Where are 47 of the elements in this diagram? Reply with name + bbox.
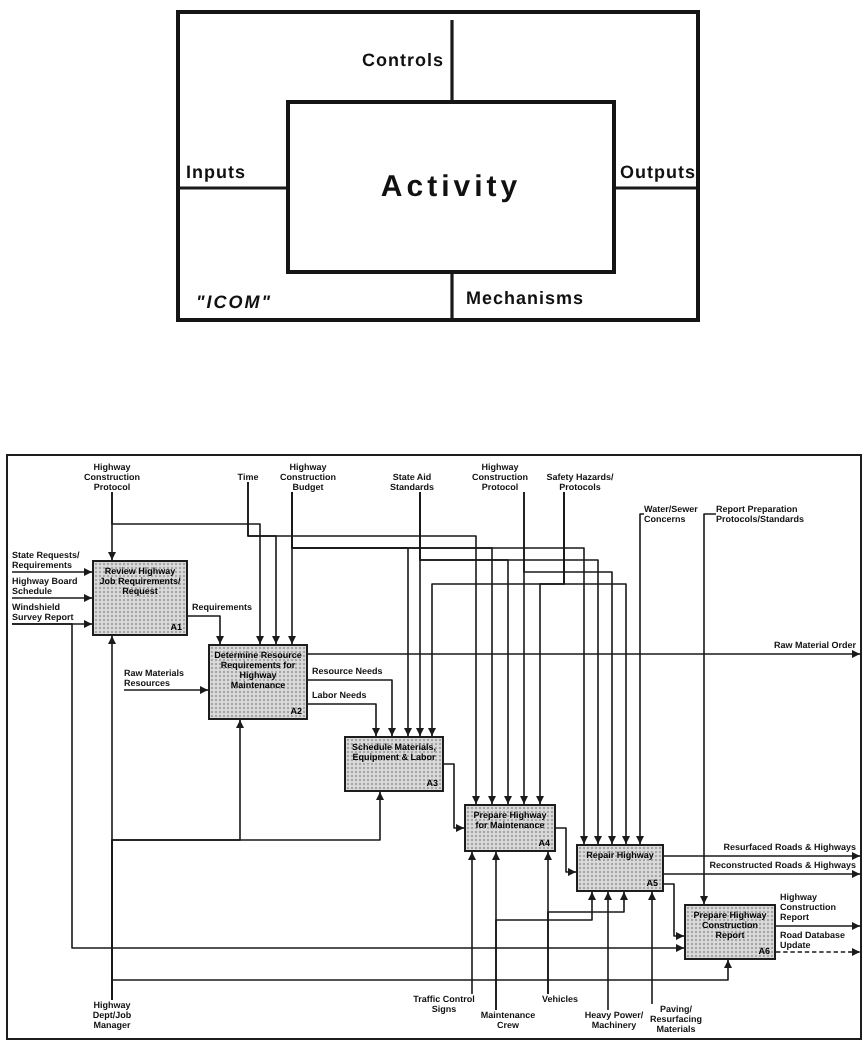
arrow (291, 491, 588, 845)
arrow (187, 615, 224, 645)
arrow (523, 491, 616, 845)
arrow (443, 763, 465, 832)
arrow (495, 891, 596, 1011)
edge-label: Inputs (186, 162, 246, 184)
connector-line (450, 274, 454, 318)
arrow (307, 650, 861, 658)
arrow (11, 623, 685, 952)
edge-label: Controls (362, 50, 444, 72)
process-box (684, 904, 776, 960)
arrow (123, 686, 209, 694)
note-label: "ICOM" (196, 292, 273, 314)
arrow (775, 948, 861, 956)
activity-box (286, 100, 616, 274)
arrow (700, 513, 717, 905)
diagram-frame (176, 10, 700, 322)
arrow (663, 883, 685, 940)
arrow (111, 959, 732, 1001)
connector-line (180, 186, 286, 190)
arrow (563, 491, 630, 845)
process-box (208, 644, 308, 720)
arrow (663, 852, 861, 860)
arrow (604, 891, 612, 1011)
arrow (111, 491, 264, 645)
arrow (307, 679, 396, 737)
arrow (648, 891, 656, 1005)
edge-label: Mechanisms (466, 288, 585, 310)
edge-label: Outputs (620, 162, 696, 184)
process-box (576, 844, 664, 892)
process-box (464, 804, 556, 852)
arrow (247, 481, 480, 805)
arrow (468, 851, 476, 995)
connector-line (616, 186, 696, 190)
arrow (547, 891, 628, 995)
connector-line (450, 20, 454, 100)
process-box (344, 736, 444, 792)
arrow (775, 922, 861, 930)
arrow (11, 568, 93, 576)
process-box (92, 560, 188, 636)
arrow (307, 703, 380, 737)
arrow (419, 491, 602, 845)
activity-label: Activity (380, 169, 522, 205)
arrow (11, 594, 93, 602)
arrow (636, 513, 645, 845)
arrow (663, 870, 861, 878)
arrow (555, 827, 577, 876)
